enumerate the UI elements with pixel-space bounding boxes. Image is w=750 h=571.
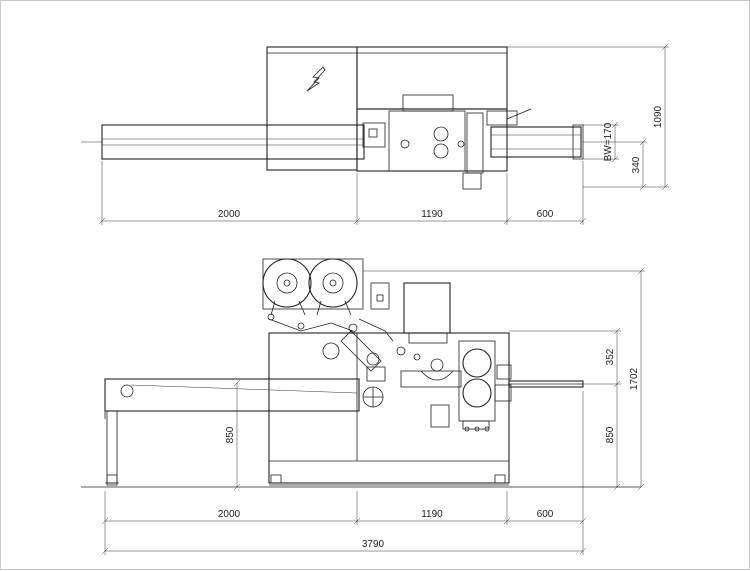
side-machine-body — [268, 332, 510, 484]
side-dim-total-height: 1702 — [629, 367, 640, 390]
side-drive-wheel-upper — [462, 348, 492, 378]
top-dim-outfeed: 600 — [537, 209, 554, 220]
side-dim-right-upper: 352 — [605, 348, 616, 365]
top-view: 2000 1190 600 1090 340 BW=170 — [81, 43, 669, 225]
side-dim-infeed: 2000 — [218, 509, 241, 520]
side-dim-machine: 1190 — [421, 509, 443, 520]
side-motor-cabinet — [403, 282, 451, 334]
side-infeed-conveyor — [104, 378, 360, 412]
film-reel-left — [262, 258, 312, 316]
top-seal-box — [388, 110, 466, 172]
top-dim-machine: 1190 — [421, 209, 443, 220]
top-mid-frame — [356, 108, 508, 172]
top-outfeed-conveyor — [490, 126, 582, 158]
top-dimension-lines — [98, 43, 669, 225]
side-former — [340, 330, 382, 372]
top-housing-right — [356, 46, 508, 110]
top-dim-infeed: 2000 — [218, 209, 241, 220]
side-dimension-lines — [101, 267, 645, 555]
side-drive-wheel-lower — [462, 378, 492, 408]
side-dim-overall: 3790 — [362, 539, 385, 550]
film-reel-right — [308, 258, 358, 316]
side-dim-right-lower: 850 — [605, 426, 616, 443]
side-dim-outfeed: 600 — [537, 509, 554, 520]
side-view: 2000 1190 600 3790 850 850 352 1702 — [81, 258, 645, 555]
top-dim-bw: BW=170 — [603, 122, 614, 161]
side-infeed-leg — [106, 410, 118, 486]
top-infeed-conveyor — [101, 124, 365, 160]
side-dim-conveyor-height: 850 — [225, 426, 236, 443]
top-dim-height-lower: 340 — [631, 156, 642, 173]
top-housing-left — [266, 46, 358, 171]
top-dim-height-total: 1090 — [653, 105, 664, 128]
electric-warning-icon — [306, 66, 326, 92]
